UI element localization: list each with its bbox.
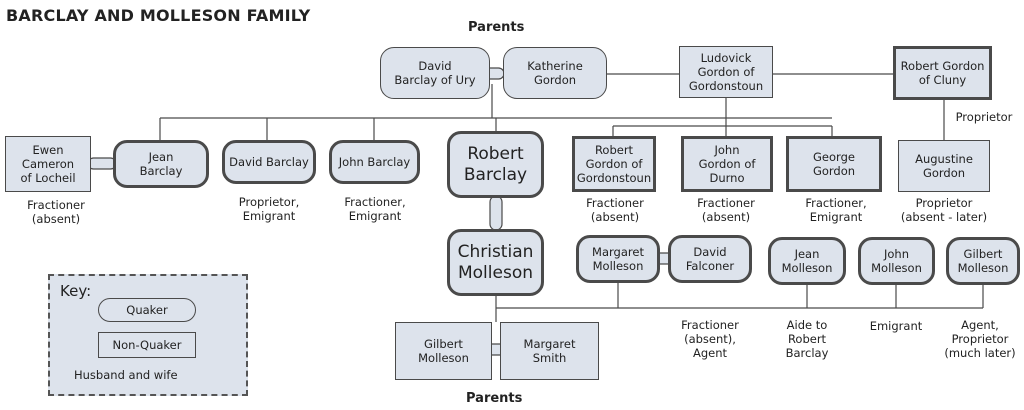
person-david-falconer: David Falconer bbox=[668, 235, 752, 283]
person-jean-molleson: Jean Molleson bbox=[768, 237, 846, 285]
annotation-john-molleson: Emigrant bbox=[869, 319, 923, 333]
annotation-david-barclay: Proprietor, Emigrant bbox=[238, 195, 300, 223]
person-katherine-gordon: Katherine Gordon bbox=[503, 47, 607, 99]
annotation-augustine: Proprietor (absent - later) bbox=[900, 196, 988, 224]
diagram-title: BARCLAY AND MOLLESON FAMILY bbox=[6, 6, 311, 25]
annotation-john-durno: Fractioner (absent) bbox=[697, 196, 755, 224]
key-non-quaker-box: Non-Quaker bbox=[98, 332, 196, 358]
person-john-barclay: John Barclay bbox=[329, 140, 420, 184]
annotation-robert-gordonstoun: Fractioner (absent) bbox=[586, 196, 644, 224]
person-david-barclay-of-ury: David Barclay of Ury bbox=[380, 47, 490, 99]
annotation-margaret-david: Fractioner (absent), Agent bbox=[681, 318, 739, 360]
person-gilbert-molleson-child: Gilbert Molleson bbox=[946, 237, 1020, 285]
person-robert-gordon-of-gordonstoun: Robert Gordon of Gordonstoun bbox=[572, 136, 656, 192]
person-john-gordon-of-durno: John Gordon of Durno bbox=[681, 136, 773, 192]
person-ludovick-gordon: Ludovick Gordon of Gordonstoun bbox=[679, 46, 773, 98]
person-george-gordon: George Gordon bbox=[786, 136, 882, 192]
key-title: Key: bbox=[60, 282, 92, 300]
parents-heading-top: Parents bbox=[468, 20, 525, 35]
person-margaret-molleson: Margaret Molleson bbox=[576, 235, 660, 283]
person-robert-barclay: Robert Barclay bbox=[447, 131, 544, 198]
person-gilbert-molleson-parent: Gilbert Molleson bbox=[395, 322, 492, 380]
person-augustine-gordon: Augustine Gordon bbox=[898, 140, 990, 192]
person-john-molleson: John Molleson bbox=[858, 237, 935, 285]
key-quaker-box: Quaker bbox=[98, 298, 196, 322]
person-christian-molleson: Christian Molleson bbox=[447, 229, 544, 296]
person-ewen-cameron: Ewen Cameron of Locheil bbox=[5, 136, 91, 192]
annotation-gilbert-molleson: Agent, Proprietor (much later) bbox=[944, 318, 1016, 360]
key-husband-wife-label: Husband and wife bbox=[74, 368, 178, 382]
parents-heading-bottom: Parents bbox=[466, 391, 523, 406]
person-david-barclay: David Barclay bbox=[222, 140, 316, 184]
person-robert-gordon-of-cluny: Robert Gordon of Cluny bbox=[893, 46, 992, 100]
key-legend: Key: Quaker Non-Quaker Husband and wife bbox=[48, 274, 248, 396]
annotation-ewen: Fractioner (absent) bbox=[27, 198, 85, 226]
person-margaret-smith: Margaret Smith bbox=[500, 322, 599, 380]
annotation-cluny: Proprietor bbox=[955, 110, 1013, 124]
annotation-george: Fractioner, Emigrant bbox=[805, 196, 867, 224]
annotation-jean-molleson: Aide to Robert Barclay bbox=[785, 318, 829, 360]
person-jean-barclay: Jean Barclay bbox=[113, 140, 209, 188]
annotation-john-barclay: Fractioner, Emigrant bbox=[344, 195, 406, 223]
